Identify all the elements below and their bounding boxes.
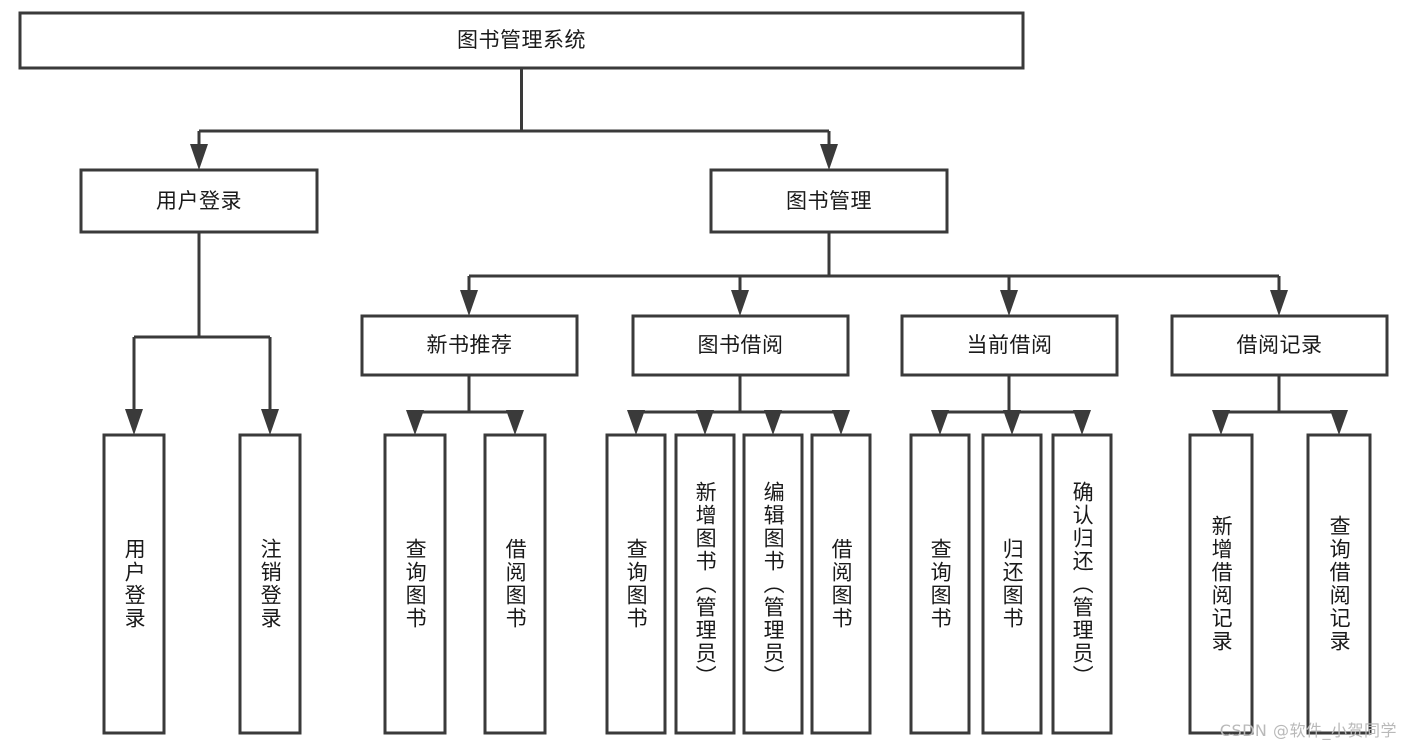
node-box-root[interactable] (18, 11, 1025, 70)
arrow-head-user-login (190, 144, 208, 170)
node-box-leaf-query-book-1[interactable] (383, 433, 447, 735)
node-box-leaf-query-book-2[interactable] (605, 433, 667, 735)
arrow-head-borrow-record (1270, 290, 1288, 316)
connector-group-book-manage (460, 232, 1288, 316)
node-box-leaf-return-book[interactable] (981, 433, 1043, 735)
csdn-watermark: CSDN @软件_小贺同学 (1219, 721, 1397, 740)
connector-group-new-book-rec (406, 375, 524, 435)
node-box-new-book-rec[interactable] (360, 314, 579, 377)
arrow-head-current-borrow (1000, 290, 1018, 316)
node-box-current-borrow[interactable] (900, 314, 1119, 377)
arrow-head-leaf-return-book (1003, 410, 1021, 435)
node-box-user-login[interactable] (79, 168, 319, 234)
node-box-book-manage[interactable] (709, 168, 949, 234)
arrow-head-leaf-user-logout (261, 409, 279, 435)
node-box-leaf-user-logout[interactable] (238, 433, 302, 735)
arrow-head-leaf-borrow-book-2 (832, 410, 850, 435)
node-box-borrow-record[interactable] (1170, 314, 1389, 377)
arrow-head-book-borrow (731, 290, 749, 316)
node-box-leaf-user-login[interactable] (102, 433, 166, 735)
arrow-head-leaf-confirm-return (1073, 410, 1091, 435)
arrow-head-leaf-borrow-book-1 (506, 410, 524, 435)
node-box-leaf-add-record[interactable] (1188, 433, 1254, 735)
arrow-head-new-book-rec (460, 290, 478, 316)
connector-group-current-borrow (931, 375, 1091, 435)
node-box-leaf-query-record[interactable] (1306, 433, 1372, 735)
node-box-book-borrow[interactable] (631, 314, 850, 377)
arrow-head-leaf-query-record (1330, 410, 1348, 435)
node-box-leaf-add-book[interactable] (674, 433, 736, 735)
arrow-head-leaf-add-record (1212, 410, 1230, 435)
connector-group-root (190, 68, 838, 170)
node-box-leaf-borrow-book-2[interactable] (810, 433, 872, 735)
node-box-leaf-borrow-book-1[interactable] (483, 433, 547, 735)
connector-group-user-login (125, 232, 279, 435)
arrow-head-book-manage (820, 144, 838, 170)
connector-group-book-borrow (627, 375, 850, 435)
arrow-head-leaf-query-book-2 (627, 410, 645, 435)
arrow-head-leaf-user-login (125, 409, 143, 435)
node-box-leaf-query-book-3[interactable] (909, 433, 971, 735)
node-box-leaf-edit-book[interactable] (742, 433, 804, 735)
node-box-leaf-confirm-return[interactable] (1051, 433, 1113, 735)
arrow-head-leaf-query-book-3 (931, 410, 949, 435)
connector-group-borrow-record (1212, 375, 1348, 435)
arrow-head-leaf-add-book (696, 410, 714, 435)
arrow-head-leaf-edit-book (764, 410, 782, 435)
arrow-head-leaf-query-book-1 (406, 410, 424, 435)
